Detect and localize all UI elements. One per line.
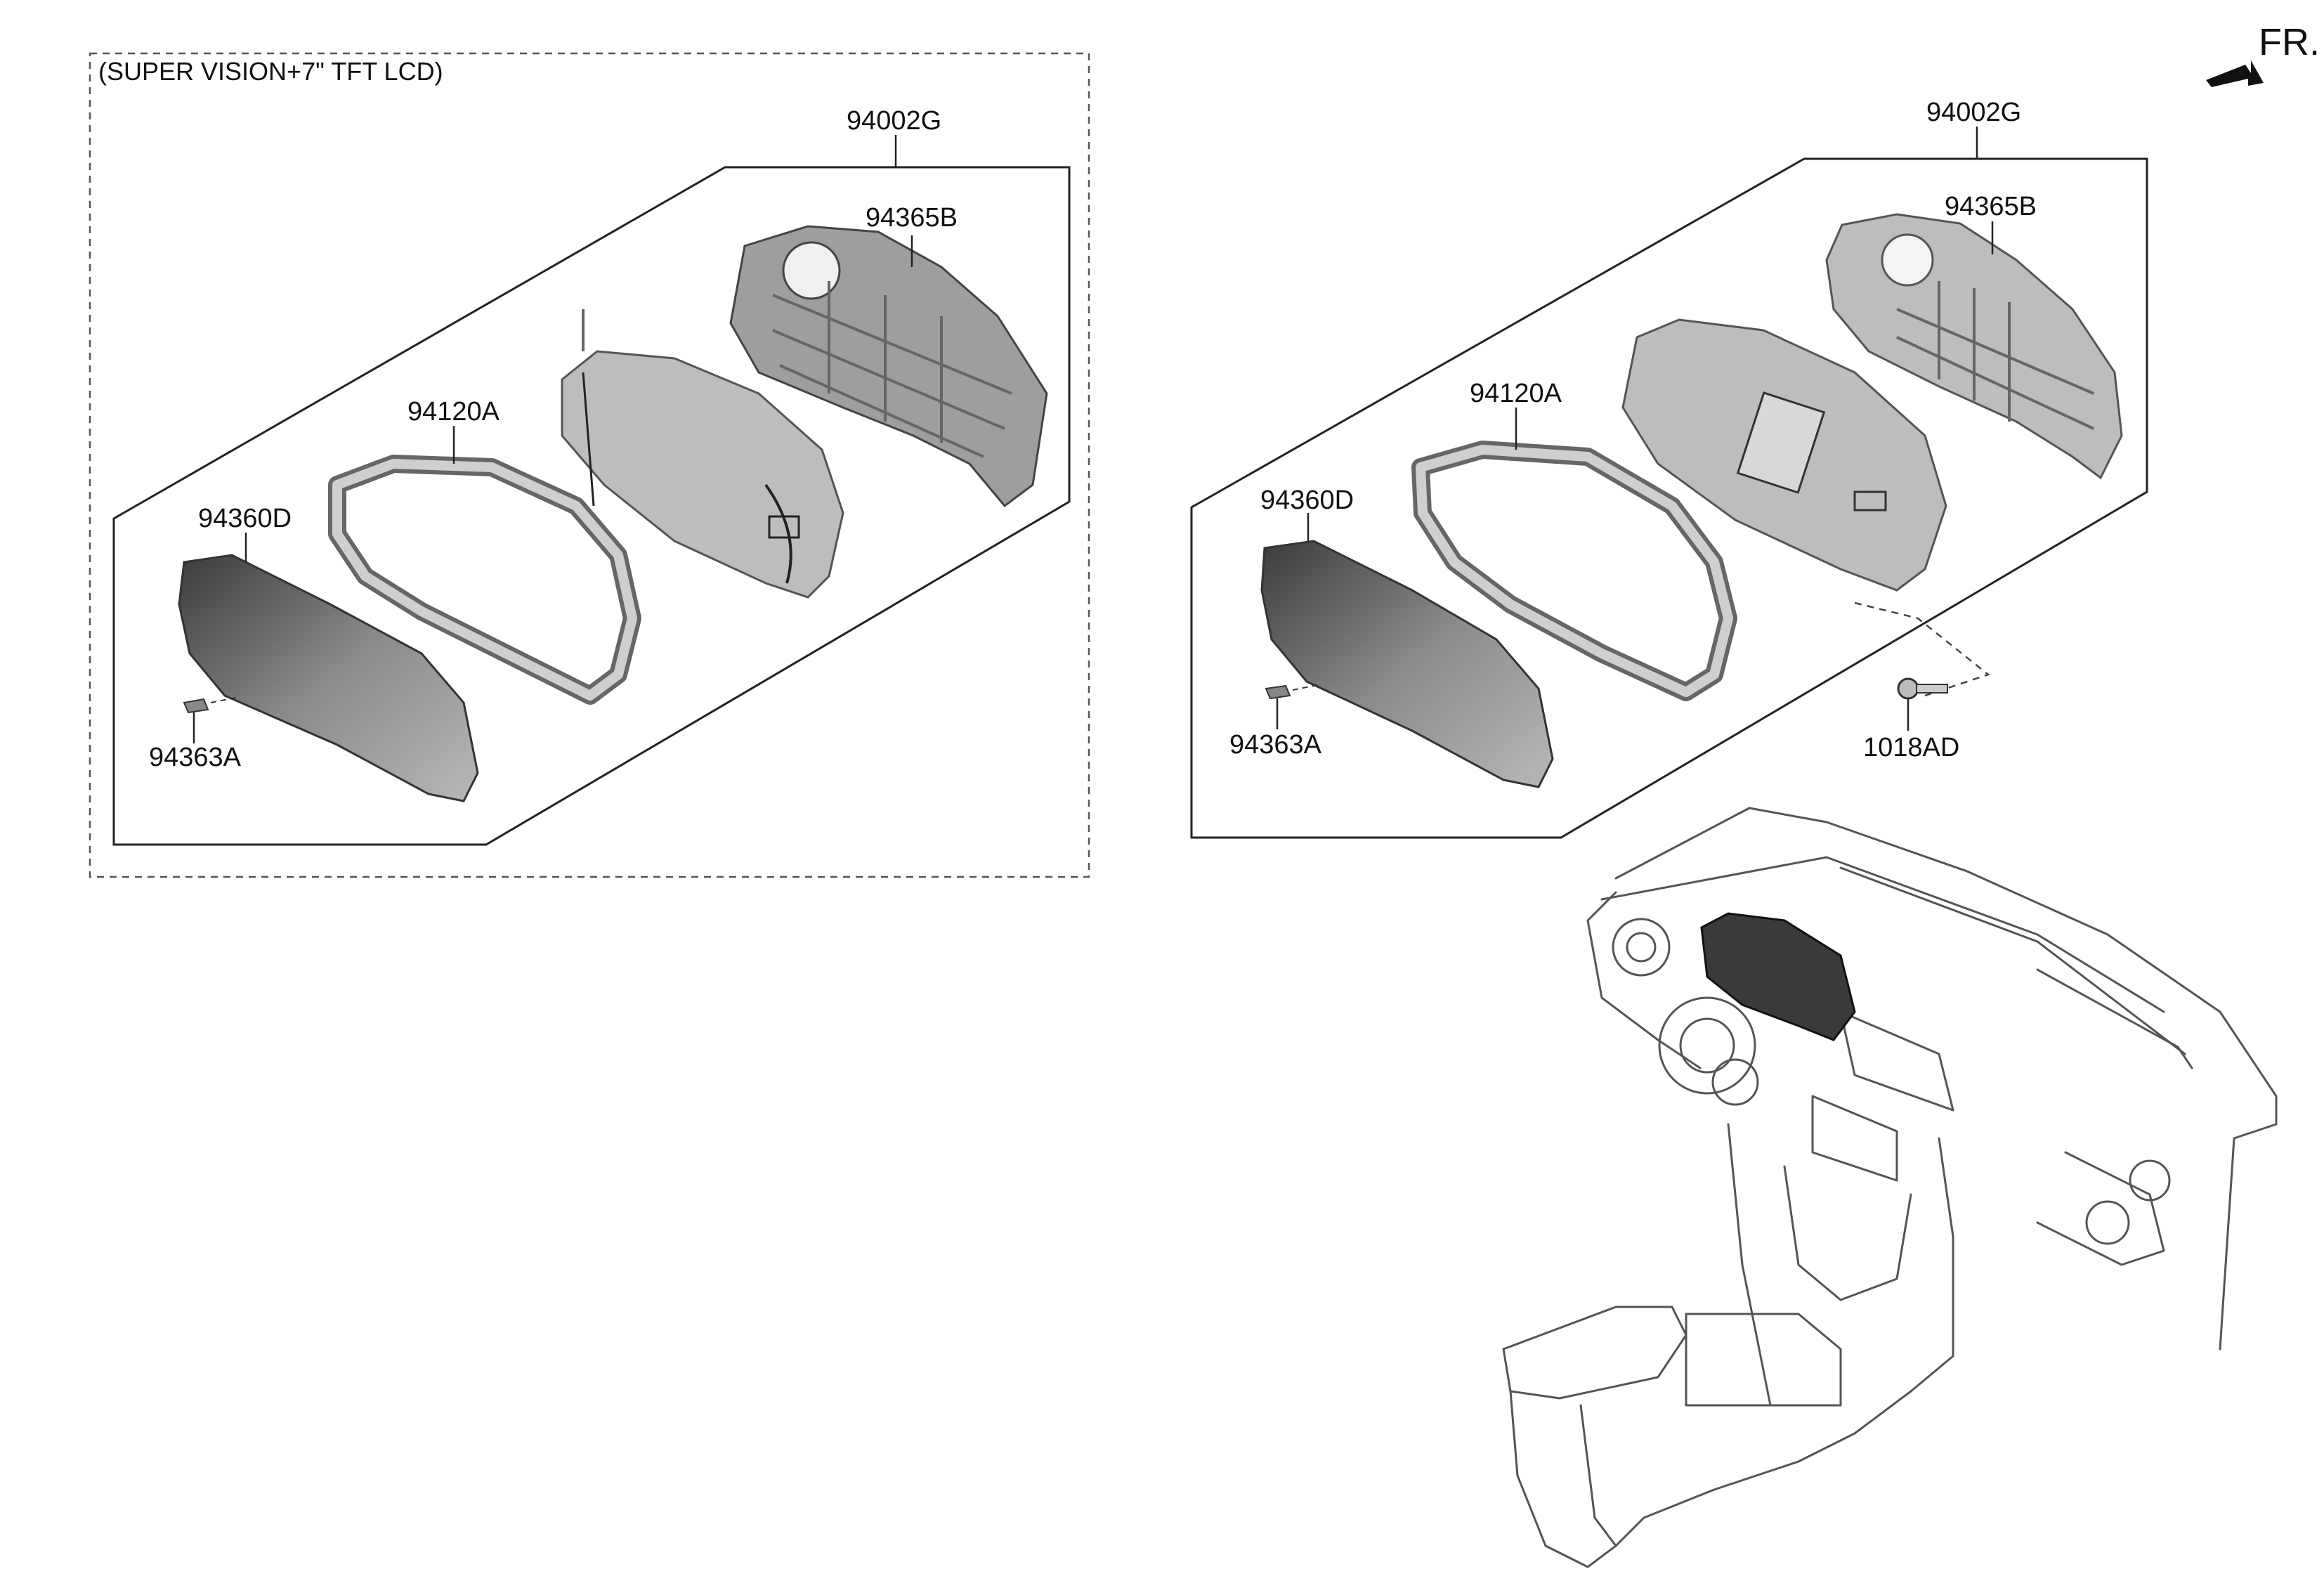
rear-case-left bbox=[729, 225, 1048, 508]
glass-left bbox=[178, 554, 479, 802]
label-rear-case-right[interactable]: 94365B bbox=[1945, 192, 2037, 221]
label-screw[interactable]: 1018AD bbox=[1863, 733, 1959, 762]
variant-caption: (SUPER VISION+7" TFT LCD) bbox=[98, 57, 443, 86]
label-frame-left[interactable]: 94120A bbox=[407, 397, 500, 427]
clip-left bbox=[183, 696, 240, 714]
label-assembly-right[interactable]: 94002G bbox=[1926, 98, 2021, 127]
variant-group-box bbox=[89, 52, 1090, 878]
label-glass-right[interactable]: 94360D bbox=[1260, 486, 1354, 515]
dashboard-illustration bbox=[1502, 807, 2278, 1568]
front-arrow-icon bbox=[2206, 60, 2264, 87]
assembly-outline-left bbox=[112, 166, 1071, 846]
cluster-location-highlight bbox=[1700, 912, 1856, 1041]
window-frame-right bbox=[1411, 441, 1737, 701]
rear-case-right bbox=[1825, 213, 2123, 480]
label-frame-right[interactable]: 94120A bbox=[1470, 379, 1562, 408]
glass-right bbox=[1260, 540, 1554, 788]
clip-right bbox=[1265, 684, 1321, 700]
screw-leader-dash bbox=[1854, 601, 1990, 697]
direction-label: FR. bbox=[2259, 21, 2320, 63]
label-clip-left[interactable]: 94363A bbox=[149, 743, 242, 772]
window-frame-left bbox=[328, 455, 641, 705]
assembly-outline-right bbox=[1190, 157, 2148, 839]
label-glass-left[interactable]: 94360D bbox=[198, 504, 292, 533]
label-clip-right[interactable]: 94363A bbox=[1229, 730, 1322, 760]
screw-icon bbox=[1897, 677, 1948, 700]
label-assembly-left[interactable]: 94002G bbox=[847, 106, 941, 136]
display-board-right bbox=[1621, 318, 1947, 592]
display-board-left bbox=[561, 309, 844, 599]
label-rear-case-left[interactable]: 94365B bbox=[866, 203, 958, 233]
